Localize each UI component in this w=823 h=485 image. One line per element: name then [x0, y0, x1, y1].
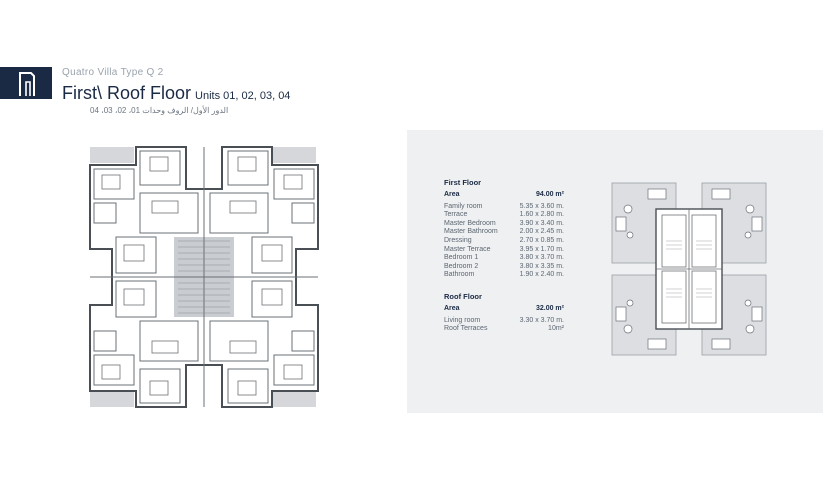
inner-walls	[90, 147, 318, 407]
roof-rooms	[656, 209, 722, 329]
roof-furniture	[615, 188, 763, 350]
first-floor-heading: First Floor	[444, 178, 482, 187]
roof-floor-heading: Roof Floor	[444, 291, 482, 301]
floor-plan-drawing	[89, 146, 319, 408]
specification-panel	[407, 130, 823, 413]
villa-type-subtitle: Quatro Villa Type Q 2	[62, 67, 164, 78]
brand-logo	[0, 67, 52, 99]
building-icon	[19, 72, 35, 96]
staircases	[178, 240, 230, 314]
roof-stairs	[666, 240, 712, 298]
furniture	[101, 156, 303, 396]
title-units: Units 01, 02, 03, 04	[195, 90, 291, 102]
title-main: First\ Roof Floor	[62, 83, 192, 103]
outer-walls	[89, 146, 319, 408]
roof-plan-drawing	[611, 182, 767, 356]
arabic-title: الدور الأول/ الروف وحدات 01، 02، 03، 04	[90, 106, 229, 115]
